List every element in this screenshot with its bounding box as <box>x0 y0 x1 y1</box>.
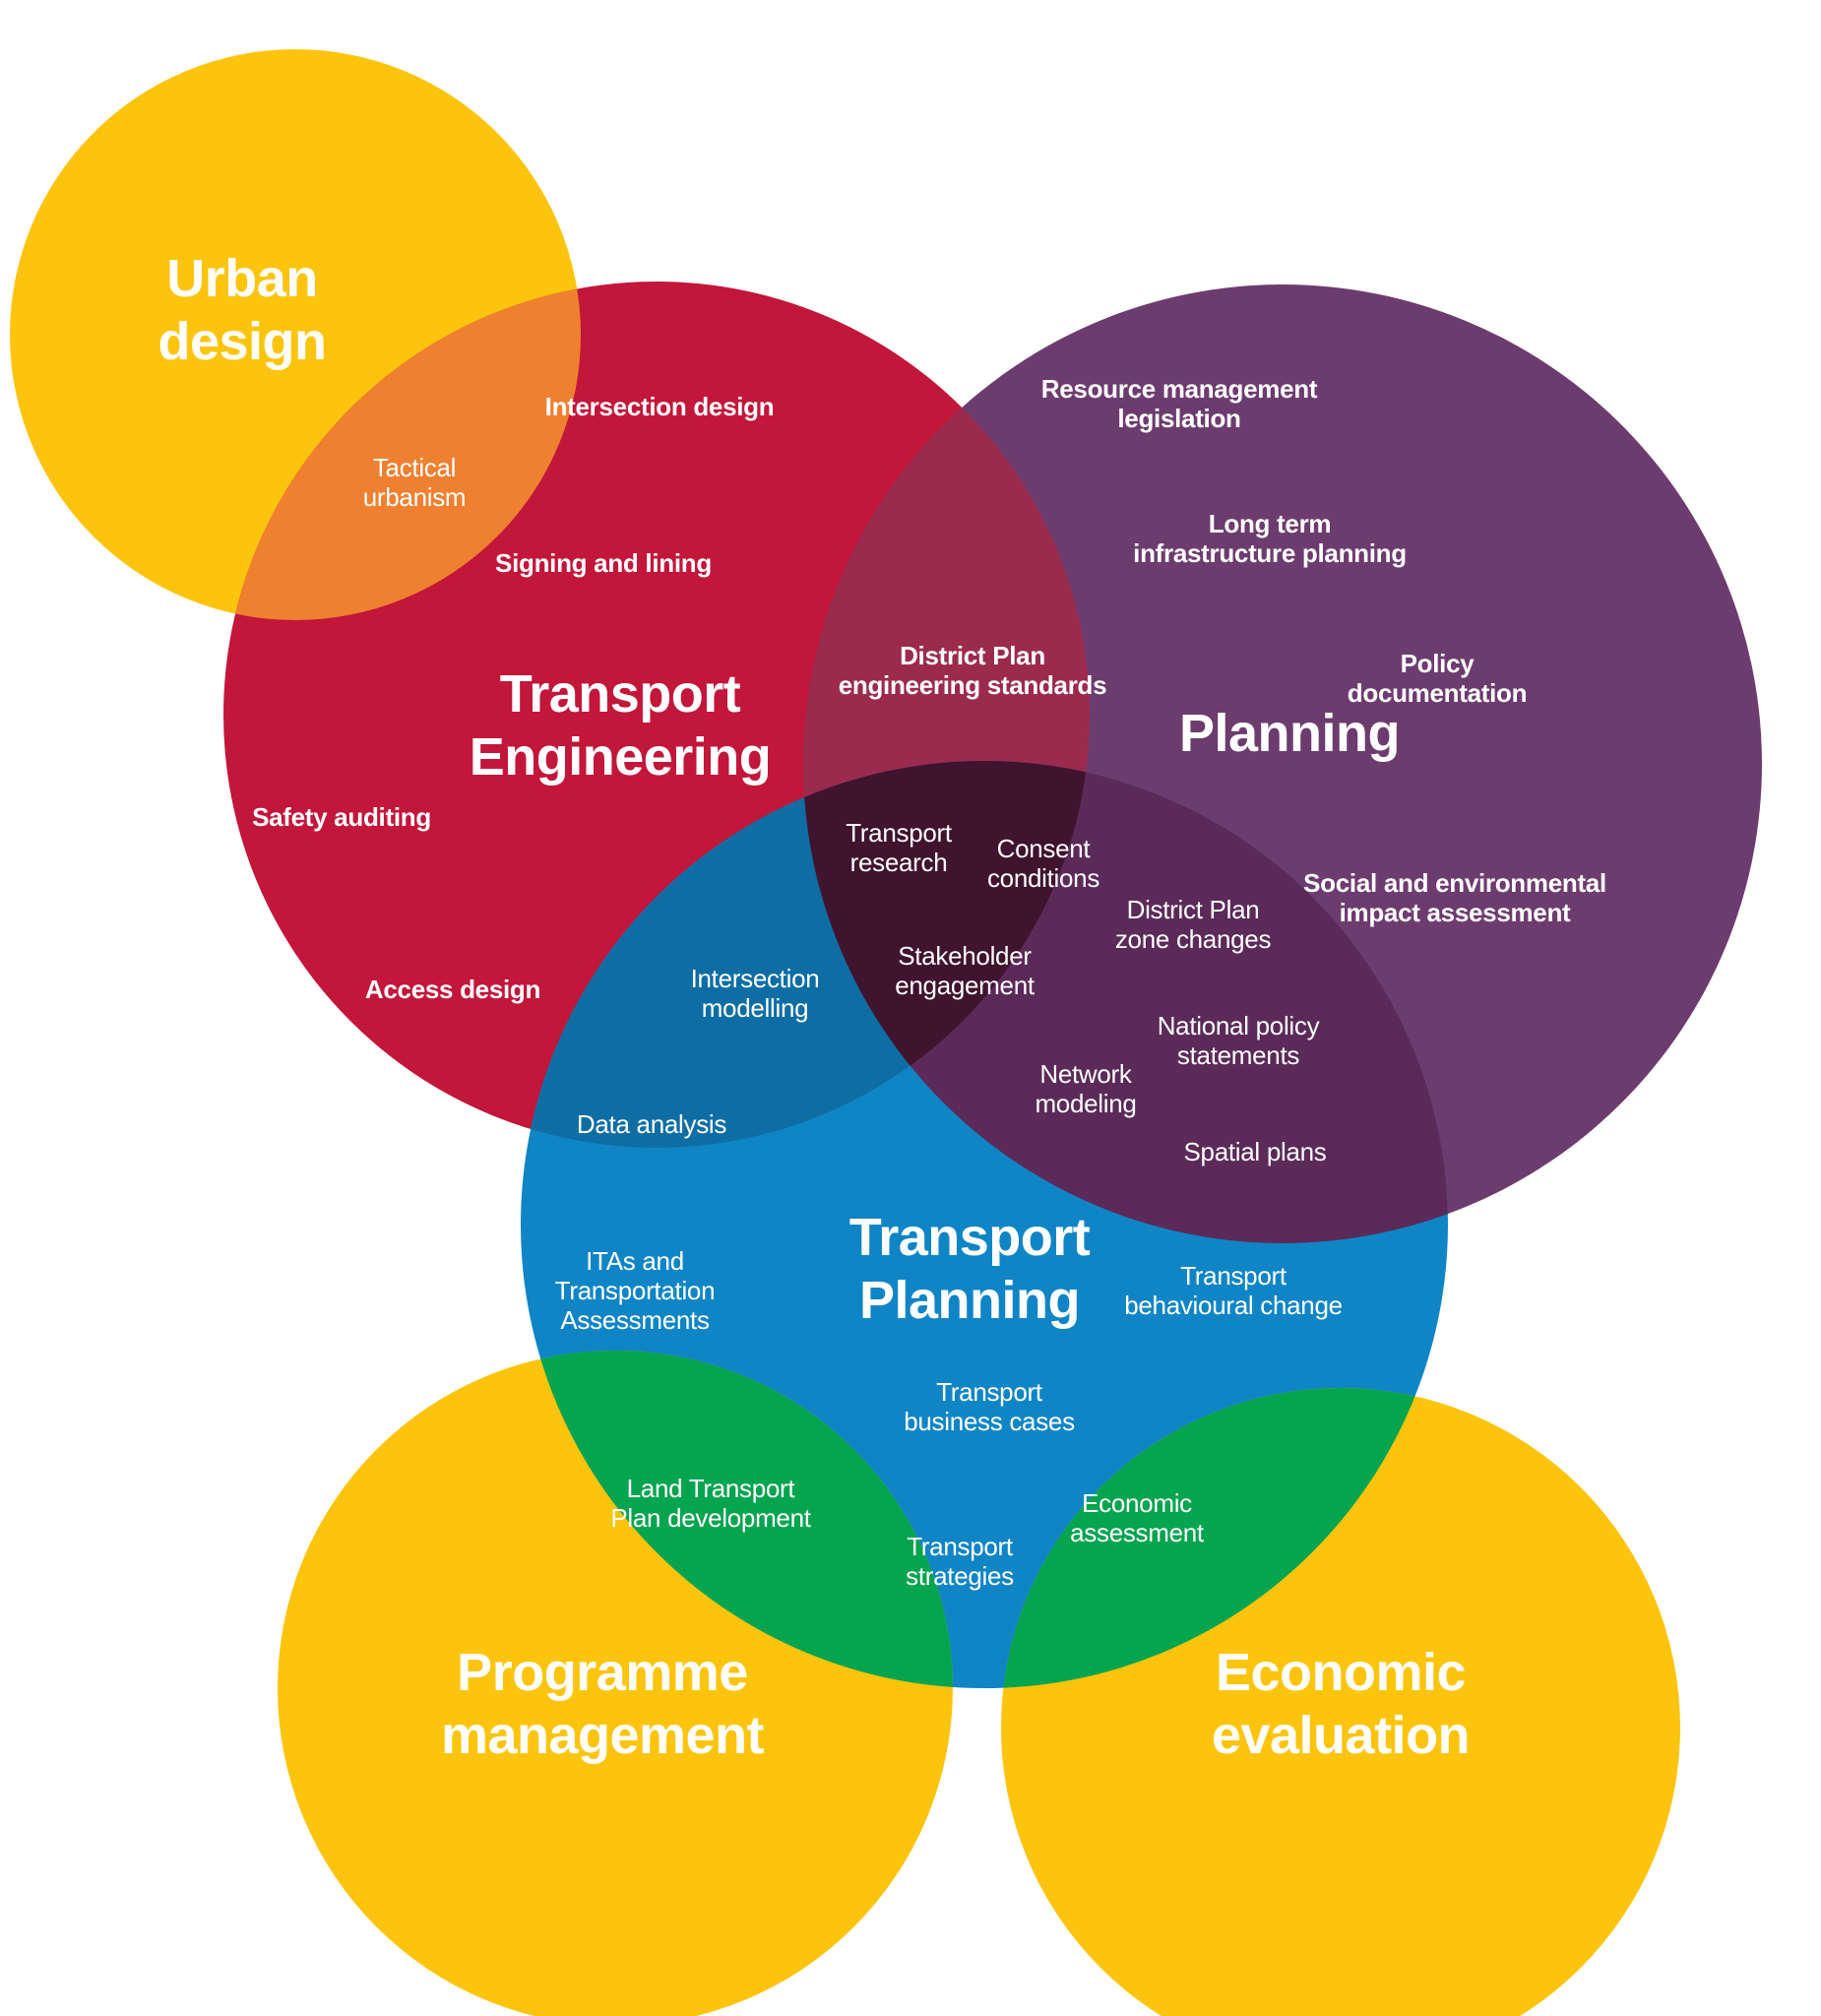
label-signing-and-lining: Signing and lining <box>495 548 712 578</box>
label-safety-auditing: Safety auditing <box>252 802 431 832</box>
label-district-plan-zone: District Plan zone changes <box>1114 895 1272 954</box>
label-intersection-modelling: Intersection modelling <box>690 964 820 1023</box>
label-district-plan-engineering: District Plan engineering standards <box>838 641 1107 700</box>
label-land-transport-plan: Land Transport Plan development <box>610 1474 811 1533</box>
label-social-environmental: Social and environmental impact assessme… <box>1303 868 1606 927</box>
transport-planning-economic-overlap-fill <box>1001 1388 1448 1688</box>
transport-planning-economic-overlap <box>1001 1388 1448 1688</box>
label-tactical-urbanism: Tactical urbanism <box>362 453 467 512</box>
label-access-design: Access design <box>364 975 541 1004</box>
label-national-policy: National policy statements <box>1157 1011 1320 1070</box>
center-triple-overlap-fill <box>803 761 1090 1148</box>
label-resource-management: Resource management legislation <box>1040 374 1318 433</box>
label-spatial-plans: Spatial plans <box>1183 1137 1327 1166</box>
label-transport-business: Transport business cases <box>904 1377 1075 1436</box>
label-transport-research: Transport research <box>846 818 952 877</box>
center-triple-overlap <box>803 761 1090 1148</box>
label-data-analysis: Data analysis <box>576 1109 727 1139</box>
planning-title: Planning <box>1179 704 1401 763</box>
label-transport-strategies: Transport strategies <box>906 1532 1014 1591</box>
transport-planning-programme-overlap-fill <box>521 1351 953 1688</box>
label-long-term-infrastructure: Long term infrastructure planning <box>1133 509 1407 568</box>
transport-planning-programme-overlap <box>521 1351 953 1688</box>
transport-engineering-title: Transport Engineering <box>469 664 772 787</box>
transport-planning-title: Transport Planning <box>848 1208 1091 1330</box>
label-stakeholder-engagement: Stakeholder engagement <box>895 941 1035 1000</box>
label-policy-documentation: Policy documentation <box>1347 649 1528 708</box>
label-itas: ITAs and Transportation Assessments <box>554 1246 716 1335</box>
label-intersection-design: Intersection design <box>544 392 775 421</box>
label-consent-conditions: Consent conditions <box>986 834 1100 893</box>
urban-design-title: Urban design <box>157 249 327 371</box>
programme-management-title: Programme management <box>440 1643 765 1765</box>
label-economic-assessment: Economic assessment <box>1070 1488 1204 1547</box>
label-transport-behavioural: Transport behavioural change <box>1124 1261 1343 1320</box>
center-triple-overlap-inner <box>803 761 1090 1148</box>
economic-evaluation-title: Economic evaluation <box>1211 1643 1471 1765</box>
label-network-modeling: Network modeling <box>1035 1059 1137 1118</box>
